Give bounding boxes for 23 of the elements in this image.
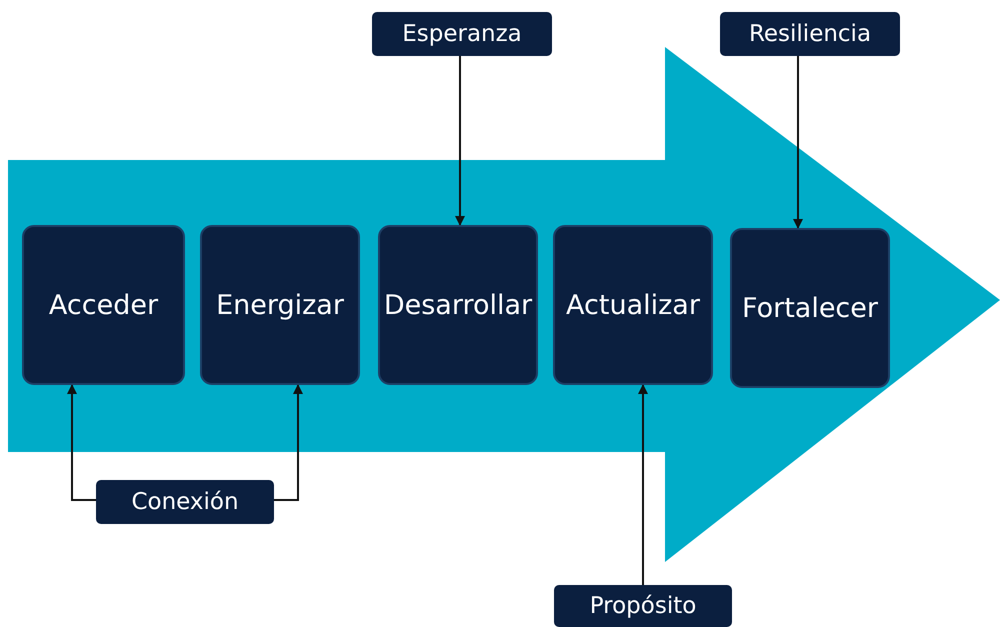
label-tag [720, 12, 900, 56]
step-label: Fortalecer [742, 292, 878, 324]
tag-label: Resiliencia [748, 21, 872, 47]
step-label: Acceder [48, 290, 158, 320]
step-box [378, 225, 538, 385]
label-tag [96, 480, 274, 524]
tag-label: Conexión [131, 489, 239, 515]
step-box [22, 225, 185, 385]
label-tag [372, 12, 552, 56]
step-label: Desarrollar [384, 290, 532, 320]
arrow [67, 384, 96, 501]
arrow [274, 384, 303, 501]
arrow [793, 56, 803, 229]
tag-label: Esperanza [402, 21, 522, 47]
step-box [553, 225, 713, 385]
tag-label: Propósito [590, 593, 696, 619]
arrow [455, 56, 465, 226]
step-label: Energizar [216, 290, 344, 320]
label-tag [554, 585, 732, 627]
arrow [638, 384, 648, 585]
step-label: Actualizar [566, 290, 700, 320]
step-box [730, 228, 890, 388]
step-box [200, 225, 360, 385]
